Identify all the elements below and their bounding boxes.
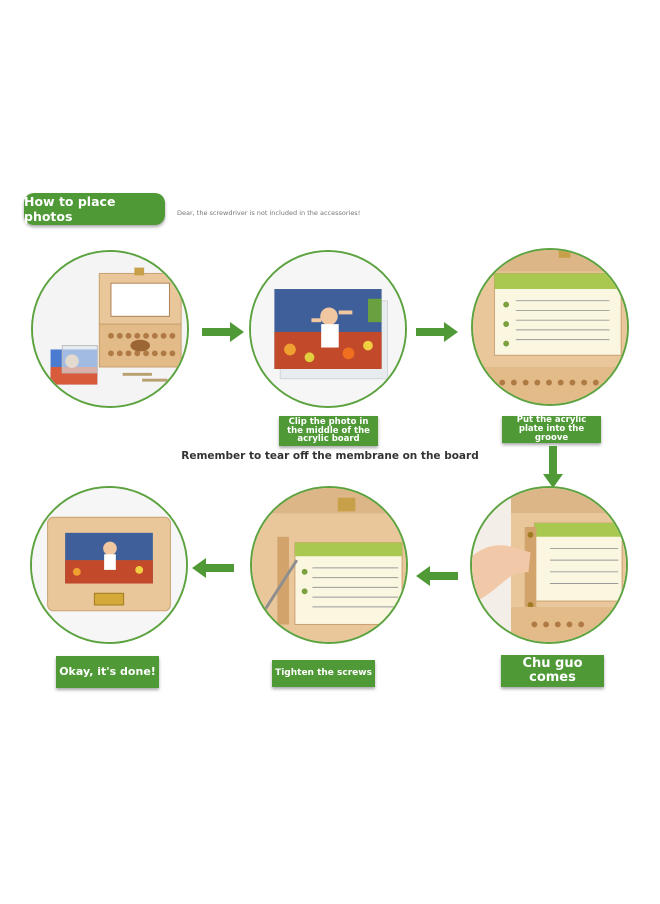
section-title: How to place photos [24, 193, 165, 225]
step6-image [30, 486, 188, 644]
step3-label: Put the acrylic plate into the groove [502, 416, 601, 443]
step6-label: Okay, it's done! [56, 656, 159, 688]
membrane-reminder: Remember to tear off the membrane on the… [181, 450, 479, 462]
step2-image [249, 250, 407, 408]
arrow-down-icon [543, 446, 563, 488]
arrow-left-icon [192, 558, 234, 578]
step2-label: Clip the photo in the middle of the acry… [279, 416, 378, 446]
step5-image [250, 486, 408, 644]
step4-label: Chu guo comes [501, 655, 604, 687]
arrow-left-icon [416, 566, 458, 586]
step3-image [471, 248, 629, 406]
step5-label: Tighten the screws [272, 660, 375, 687]
step1-image [31, 250, 189, 408]
arrow-right-icon [202, 322, 244, 342]
step4-image [470, 486, 628, 644]
arrow-right-icon [416, 322, 458, 342]
accessory-note: Dear, the screwdriver is not included in… [177, 209, 361, 217]
